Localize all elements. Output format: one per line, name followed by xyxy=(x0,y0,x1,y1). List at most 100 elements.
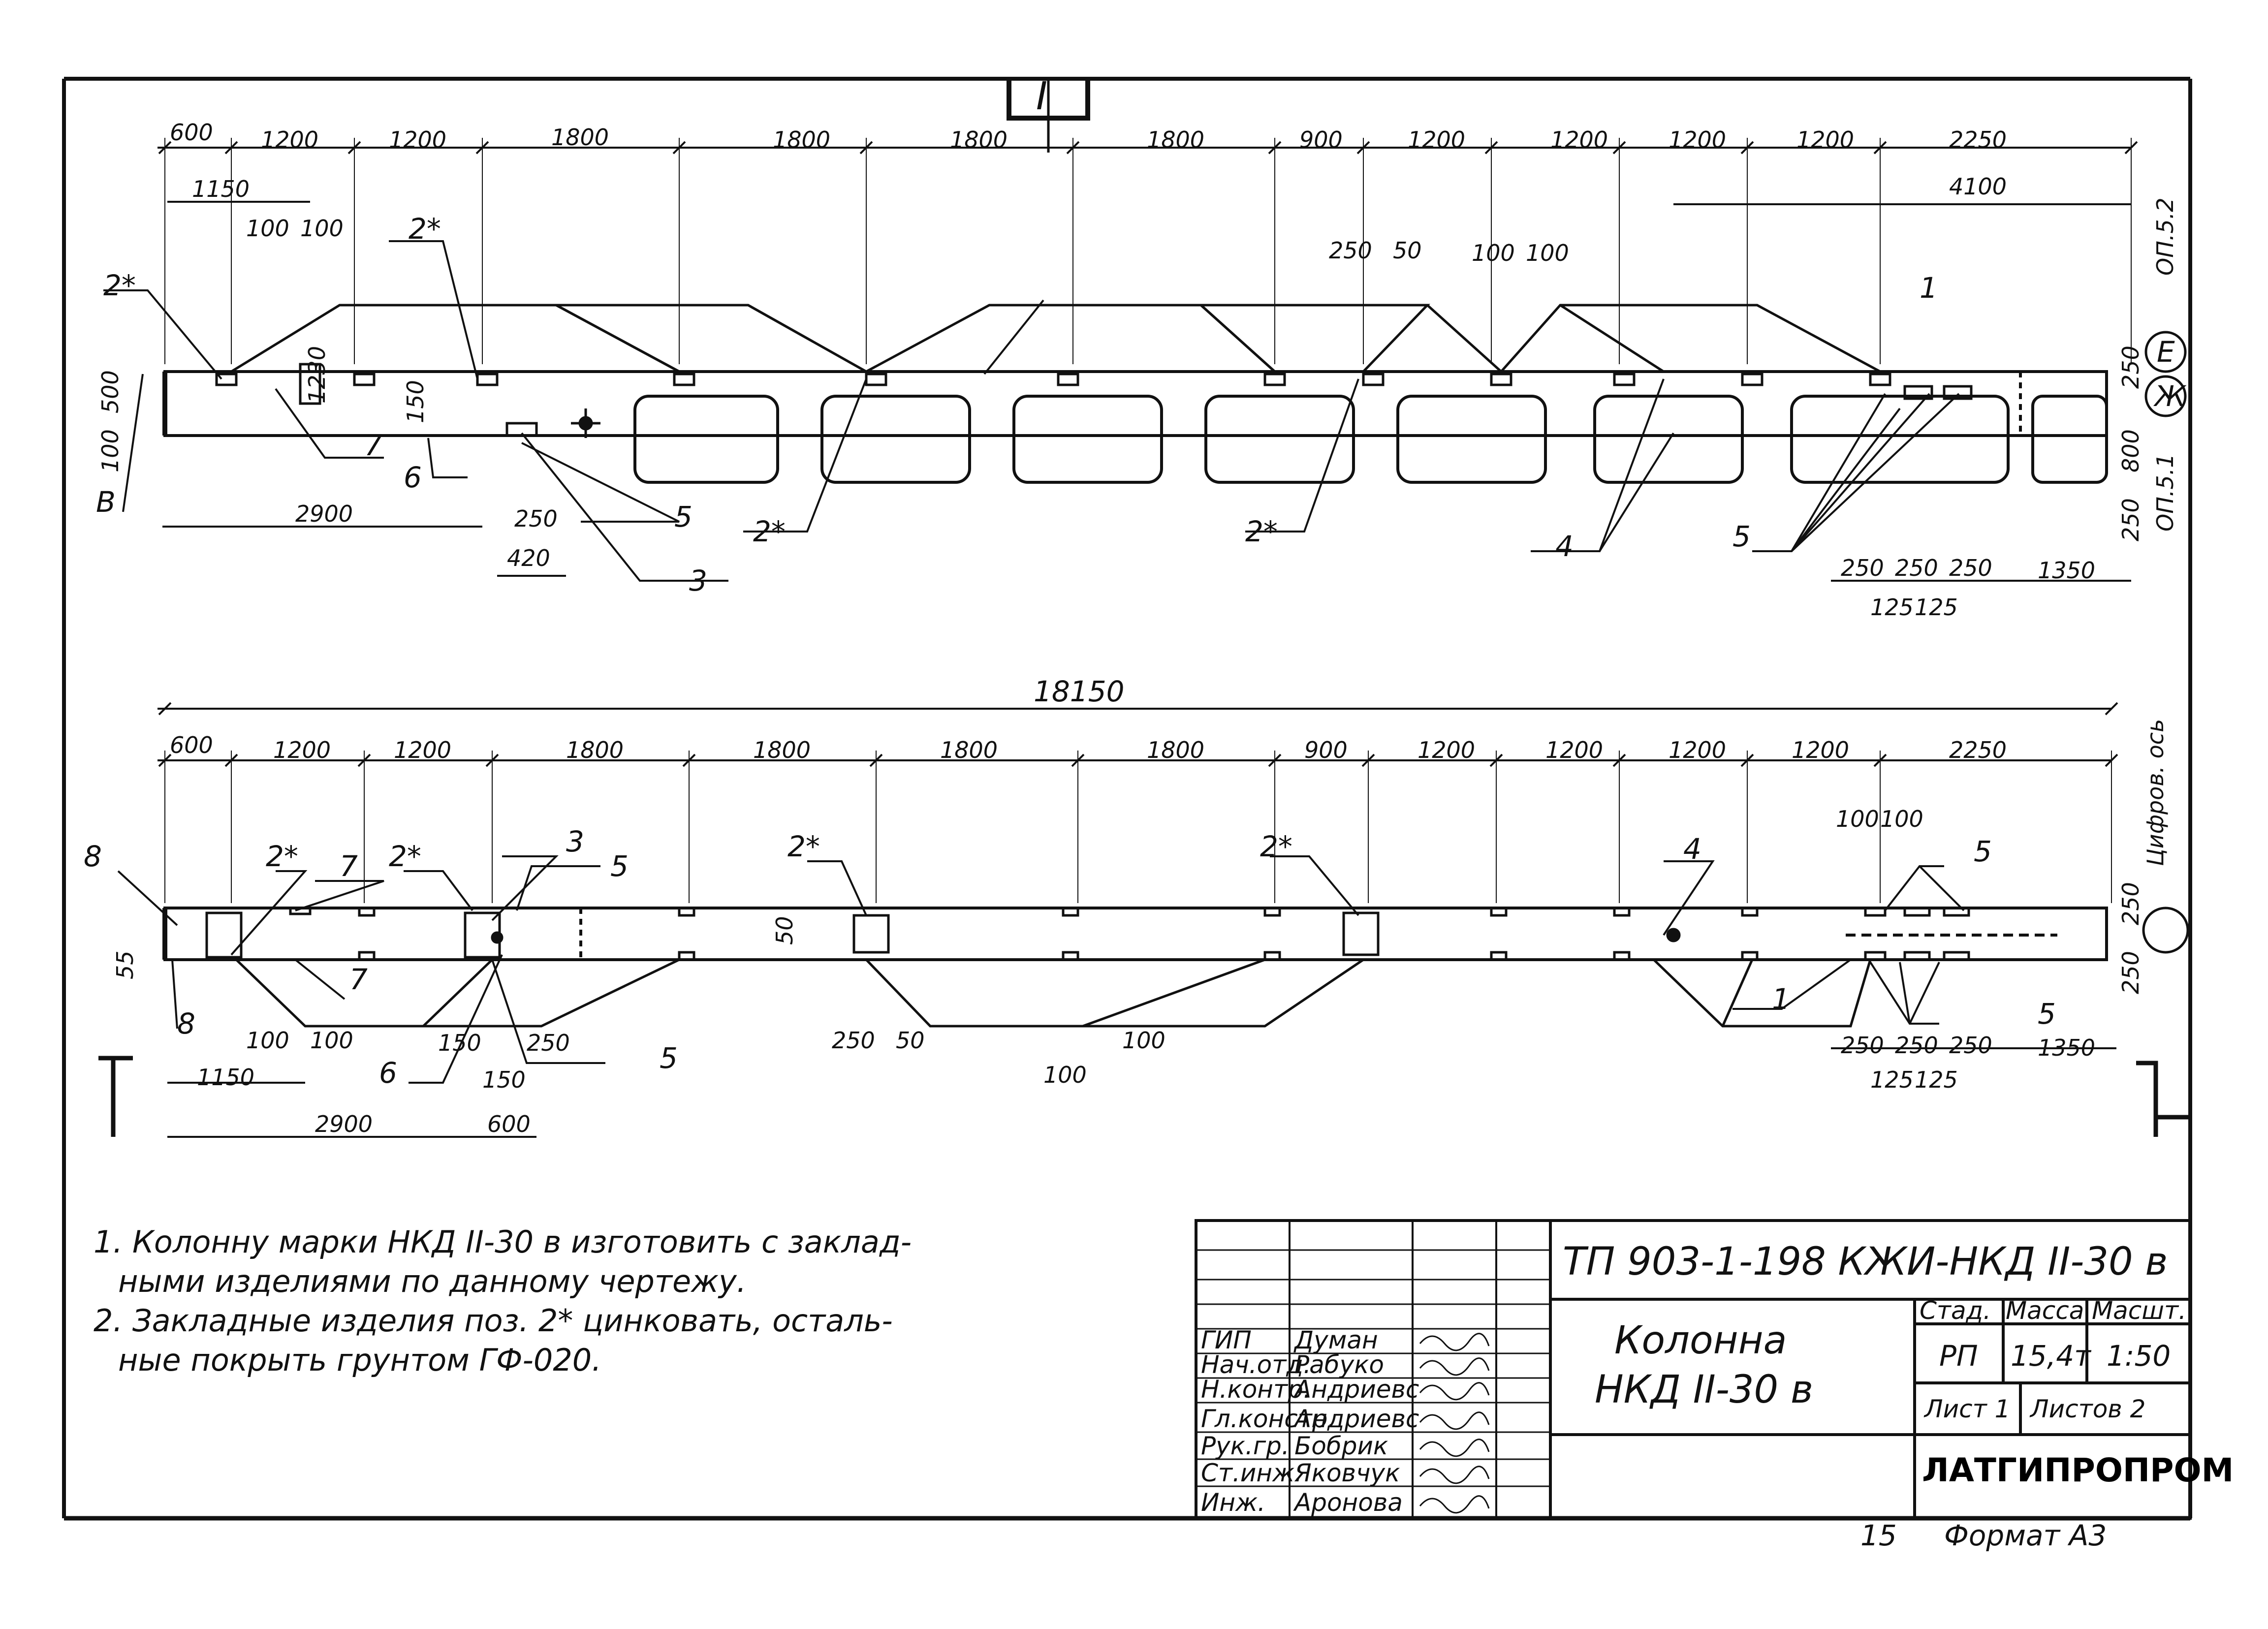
top-dim-2900: 2900 xyxy=(295,501,353,527)
bottom-mark-5b: 5 xyxy=(1974,835,1992,868)
top-right-dim-250b: 250 xyxy=(2117,498,2144,541)
drawing-title-2: НКД II-30 в xyxy=(1595,1368,1813,1412)
bottom-br-dim-2: 250 xyxy=(1895,1032,1938,1059)
bottom-mark-2c: 2* xyxy=(788,830,820,863)
bottom-mark-7b: 7 xyxy=(349,963,368,996)
bottom-dim-4: 1800 xyxy=(566,737,624,763)
name-3: Андриевс xyxy=(1293,1405,1419,1433)
bottom-mark-4: 4 xyxy=(1683,832,1701,866)
doc-code: ТП 903-1-198 КЖИ-НКД II-30 в xyxy=(1563,1240,2168,1284)
top-left-dim-500: 500 xyxy=(97,370,124,413)
bottom-dim-11: 1200 xyxy=(1669,737,1726,763)
role-2: Н.контр. xyxy=(1201,1375,1311,1404)
note-line-1: 1. Колонну марки НКД II-30 в изготовить … xyxy=(94,1224,912,1260)
axis-bubbles xyxy=(2144,331,2187,417)
role-6: Инж. xyxy=(1201,1488,1265,1517)
top-dim-11: 1200 xyxy=(1669,126,1726,153)
footer-format: Формат А3 xyxy=(1944,1519,2107,1552)
bottom-mid-dim-50: 50 xyxy=(896,1027,925,1054)
bottom-mark-5d: 5 xyxy=(660,1041,678,1075)
bottom-bl-dim-100b: 100 xyxy=(310,1027,353,1054)
bottom-view-dim-texts: 18150 600 1200 1200 1800 1800 1800 1800 … xyxy=(112,675,2169,1137)
bottom-total-tick-left xyxy=(158,702,172,716)
bottom-mark-5a: 5 xyxy=(610,849,629,883)
bottom-mark-7a: 7 xyxy=(340,849,358,883)
top-view-truss xyxy=(230,304,1881,374)
scale-header: Масшт. xyxy=(2092,1296,2186,1325)
bottom-right-dim-250b: 250 xyxy=(2117,951,2144,994)
bottom-mid-dim-250: 250 xyxy=(832,1027,875,1054)
axis-ref-top: ОП.5.2 xyxy=(2152,197,2178,276)
top-dim-100d: 100 xyxy=(1526,240,1569,266)
top-right-dim-800: 800 xyxy=(2117,429,2144,472)
sheets-total: Листов 2 xyxy=(2029,1395,2145,1423)
name-6: Ароновa xyxy=(1293,1488,1403,1517)
mass-header: Масса xyxy=(2006,1296,2084,1325)
bottom-axis-label: Цифров. ось xyxy=(2142,719,2169,866)
bottom-total-dim: 18150 xyxy=(1034,675,1125,708)
bottom-mid-dim-100b: 100 xyxy=(1043,1062,1087,1088)
top-mark-3: 3 xyxy=(689,564,707,597)
top-view-dim-ticks xyxy=(158,138,2138,364)
sheet-number: Лист 1 xyxy=(1923,1395,2010,1423)
bottom-view-beam xyxy=(162,907,2108,961)
bottom-right-dim-250a: 250 xyxy=(2117,882,2144,925)
top-br-dim-1: 250 xyxy=(1841,555,1884,581)
bottom-mark-1: 1 xyxy=(1772,982,1790,1016)
top-mark-2c: 2* xyxy=(753,515,786,548)
bottom-dim-12: 1200 xyxy=(1792,737,1849,763)
top-dim-100c: 100 xyxy=(1472,240,1515,266)
bottom-view-center-mark xyxy=(491,928,1681,944)
bottom-dim-3: 1200 xyxy=(394,737,451,763)
top-dim-100b: 100 xyxy=(300,215,344,242)
top-dim-12: 1200 xyxy=(1796,126,1854,153)
top-view-marks: 2* 2* 1 7 6 5 3 2* 2* 4 5 В xyxy=(96,212,1938,597)
bottom-dim-100a: 100 xyxy=(1836,806,1879,832)
top-mark-7: 7 xyxy=(364,429,382,462)
top-br-sub-2: 125 xyxy=(1915,594,1958,621)
bottom-bl-dim-1150: 1150 xyxy=(197,1064,254,1091)
top-view-center-mark xyxy=(571,408,600,438)
axis-zh-label: Ж xyxy=(2153,379,2187,413)
top-view-dim-lines xyxy=(158,147,2131,582)
top-view-leaders xyxy=(103,240,1960,582)
top-dim-4: 1800 xyxy=(551,124,609,151)
signature-4 xyxy=(1419,1439,1490,1457)
bottom-dim-5: 1800 xyxy=(753,737,811,763)
top-dim-100a: 100 xyxy=(246,215,289,242)
top-view-beam xyxy=(162,370,2108,437)
bottom-dim-1: 600 xyxy=(170,732,213,758)
bottom-mark-2b: 2* xyxy=(389,840,421,873)
top-view-dim-texts: 600 1200 1200 1800 1800 1800 1800 900 12… xyxy=(97,119,2144,621)
scale-value: 1:50 xyxy=(2107,1339,2171,1373)
axis-e-label: Е xyxy=(2157,335,2175,369)
top-dim-6: 1800 xyxy=(950,126,1008,153)
bottom-mark-8a: 8 xyxy=(84,840,102,873)
bottom-dim-50: 50 xyxy=(771,916,798,945)
section-marker-label: I xyxy=(1036,74,1047,119)
top-br-sub-1: 125 xyxy=(1870,594,1914,621)
bottom-dim-10: 1200 xyxy=(1545,737,1603,763)
bottom-dim-9: 1200 xyxy=(1418,737,1475,763)
stage-header: Стад. xyxy=(1920,1296,1991,1325)
top-dim-250b: 250 xyxy=(514,505,558,532)
bottom-view-dim-ticks xyxy=(158,702,2118,903)
top-dim-250: 250 xyxy=(1329,237,1372,264)
top-dim-4100: 4100 xyxy=(1949,173,2007,200)
bottom-bl-dim-250: 250 xyxy=(527,1030,570,1056)
bottom-mark-3: 3 xyxy=(566,825,584,858)
role-0: ГИП xyxy=(1201,1326,1252,1354)
bottom-dim-13: 2250 xyxy=(1949,737,2007,763)
top-mark-5b: 5 xyxy=(1732,520,1751,553)
name-4: Бобрик xyxy=(1294,1432,1388,1460)
top-dim-2: 1200 xyxy=(261,126,318,153)
top-dim-420: 420 xyxy=(507,545,550,571)
bottom-view-leaders xyxy=(117,855,1965,1084)
name-1: Рабуко xyxy=(1294,1350,1384,1379)
note-line-3: 2. Закладные изделия поз. 2* цинковать, … xyxy=(94,1303,893,1339)
role-3: Гл.констр. xyxy=(1201,1405,1335,1433)
bottom-dim-2: 1200 xyxy=(273,737,331,763)
bottom-mark-2a: 2* xyxy=(266,840,298,873)
